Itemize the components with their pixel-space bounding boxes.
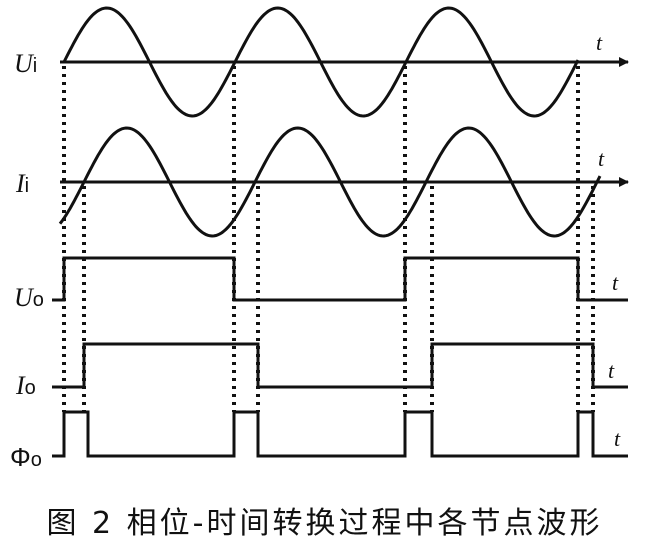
ii-sine-wave (58, 126, 602, 238)
ii-time-label: t (598, 146, 605, 171)
io-square-wave (52, 342, 628, 389)
phio-time-label: t (614, 426, 621, 451)
ui-label: Ui (14, 49, 37, 78)
phio-label: Φo (10, 442, 42, 472)
ui-sine-wave (62, 6, 580, 118)
ii-label: Ii (15, 169, 29, 198)
uo-time-label: t (612, 270, 619, 295)
dotted-guides (62, 66, 595, 412)
uo-square-wave (52, 256, 628, 302)
uo-label: Uo (14, 283, 44, 312)
phio-pulse-wave (52, 410, 628, 458)
io-label: Io (15, 371, 36, 400)
figure-caption: 图 2 相位-时间转换过程中各节点波形 (46, 506, 603, 541)
ui-time-label: t (596, 30, 603, 55)
io-time-label: t (608, 358, 615, 383)
